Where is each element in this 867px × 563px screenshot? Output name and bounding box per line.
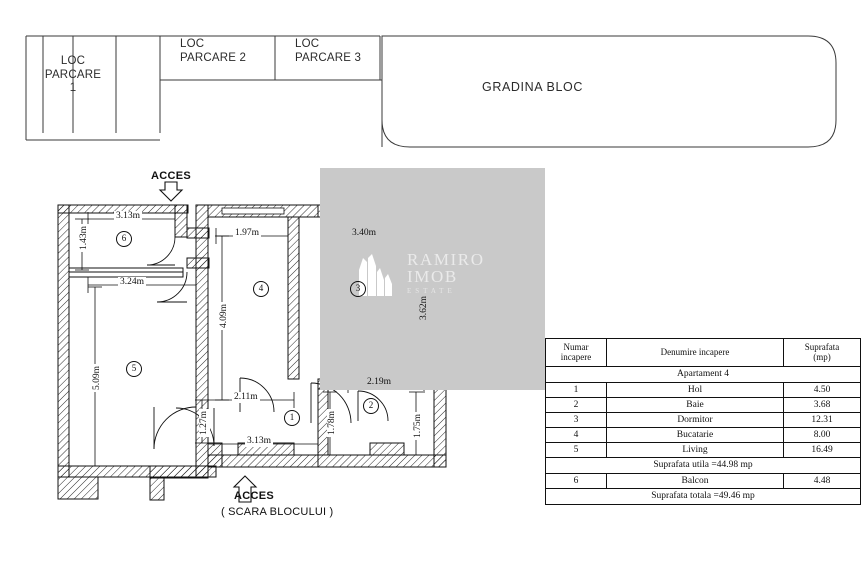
garden-label: GRADINA BLOC — [482, 80, 583, 94]
parking-2-label: LOC PARCARE 2 — [180, 38, 246, 65]
table-row: 5 Living 16.49 — [545, 441, 861, 458]
row-5-num: 5 — [545, 441, 607, 458]
dim-1-43: 1.43m — [79, 223, 91, 252]
row-1-name: Hol — [606, 381, 784, 398]
dim-2-11: 2.11m — [232, 392, 260, 404]
door-swings — [146, 236, 389, 450]
watermark-line3: ESTATE — [407, 287, 456, 296]
row-6-num: 6 — [545, 472, 607, 489]
room-marker-5: 5 — [126, 361, 142, 377]
row-6-name: Balcon — [606, 472, 784, 489]
parking-2-line1: LOC — [180, 38, 205, 50]
table-row: 2 Baie 3.68 — [545, 396, 861, 413]
row-6-area: 4.48 — [783, 472, 861, 489]
garden-outline — [381, 35, 837, 148]
dim-3-24: 3.24m — [118, 277, 147, 289]
acces-arrow-top — [158, 181, 184, 202]
row-4-area: 8.00 — [783, 426, 861, 443]
dim-3-13-bottom: 3.13m — [245, 436, 274, 448]
row-5-name: Living — [606, 441, 784, 458]
total-area-text: Suprafata totala =49.46 mp — [545, 487, 861, 505]
row-1-num: 1 — [545, 381, 607, 398]
table-row: 6 Balcon 4.48 — [545, 472, 861, 489]
dim-5-09: 5.09m — [92, 363, 104, 392]
row-3-name: Dormitor — [606, 411, 784, 428]
acces-bottom-sublabel: ( SCARA BLOCULUI ) — [221, 506, 334, 518]
watermark-logo-group: RAMIRO IMOB ESTATE — [355, 250, 485, 296]
parking-3-line1: LOC — [295, 38, 320, 50]
useful-area-text: Suprafata utila =44.98 mp — [545, 456, 861, 474]
dim-1-27: 1.27m — [199, 408, 211, 437]
dim-1-97: 1.97m — [233, 228, 262, 240]
row-4-name: Bucatarie — [606, 426, 784, 443]
dim-1-78: 1.78m — [327, 408, 339, 437]
row-2-name: Baie — [606, 396, 784, 413]
apartment-title-row: Apartament 4 — [545, 365, 861, 383]
dim-2-19: 2.19m — [365, 377, 394, 389]
row-3-area: 12.31 — [783, 411, 861, 428]
dim-4-09: 4.09m — [219, 301, 231, 330]
header-number: Numar incapere — [545, 338, 607, 367]
parking-3-label: LOC PARCARE 3 — [295, 38, 361, 65]
parking-1-line2: PARCARE — [44, 68, 102, 81]
parking-1-line1: LOC — [60, 55, 86, 67]
watermark-line2: IMOB — [407, 266, 458, 286]
room-schedule-table: Numar incapere Denumire incapere Suprafa… — [545, 338, 861, 505]
header-number-l1: Numar — [563, 342, 589, 352]
dim-3-13-top: 3.13m — [114, 211, 143, 223]
table-row: 3 Dormitor 12.31 — [545, 411, 861, 428]
dim-1-75: 1.75m — [413, 411, 425, 440]
table-row: 4 Bucatarie 8.00 — [545, 426, 861, 443]
dim-3-62: 3.62m — [419, 293, 431, 322]
parking-3-line2: PARCARE 3 — [295, 51, 362, 64]
header-area-l1: Suprafata — [804, 342, 840, 352]
row-3-num: 3 — [545, 411, 607, 428]
room-marker-3: 3 — [350, 281, 366, 297]
row-1-area: 4.50 — [783, 381, 861, 398]
header-number-l2: incapere — [560, 352, 592, 363]
parking-1-line3: 1 — [69, 82, 77, 95]
table-row: 1 Hol 4.50 — [545, 381, 861, 398]
row-5-area: 16.49 — [783, 441, 861, 458]
table-header-row: Numar incapere Denumire incapere Suprafa… — [545, 338, 861, 367]
useful-area-row: Suprafata utila =44.98 mp — [545, 456, 861, 474]
row-2-area: 3.68 — [783, 396, 861, 413]
parking-1-label: LOC PARCARE 1 — [36, 55, 110, 96]
room-marker-6: 6 — [116, 231, 132, 247]
acces-top-label: ACCES — [151, 170, 192, 182]
header-area-l2: (mp) — [813, 352, 831, 363]
total-area-row: Suprafata totala =49.46 mp — [545, 487, 861, 505]
header-area: Suprafata (mp) — [783, 338, 861, 367]
room-marker-2: 2 — [363, 398, 379, 414]
room-marker-4: 4 — [253, 281, 269, 297]
row-2-num: 2 — [545, 396, 607, 413]
dim-3-40: 3.40m — [350, 228, 379, 240]
acces-arrow-bottom — [232, 475, 258, 503]
row-4-num: 4 — [545, 426, 607, 443]
apartment-title: Apartament 4 — [545, 365, 861, 383]
room-marker-1: 1 — [284, 410, 300, 426]
header-name: Denumire incapere — [606, 338, 784, 367]
parking-2-line2: PARCARE 2 — [180, 51, 247, 64]
acces-bottom-label: ACCES — [234, 490, 275, 502]
watermark-line1: RAMIRO — [407, 249, 485, 269]
watermark-overlay — [320, 168, 545, 390]
